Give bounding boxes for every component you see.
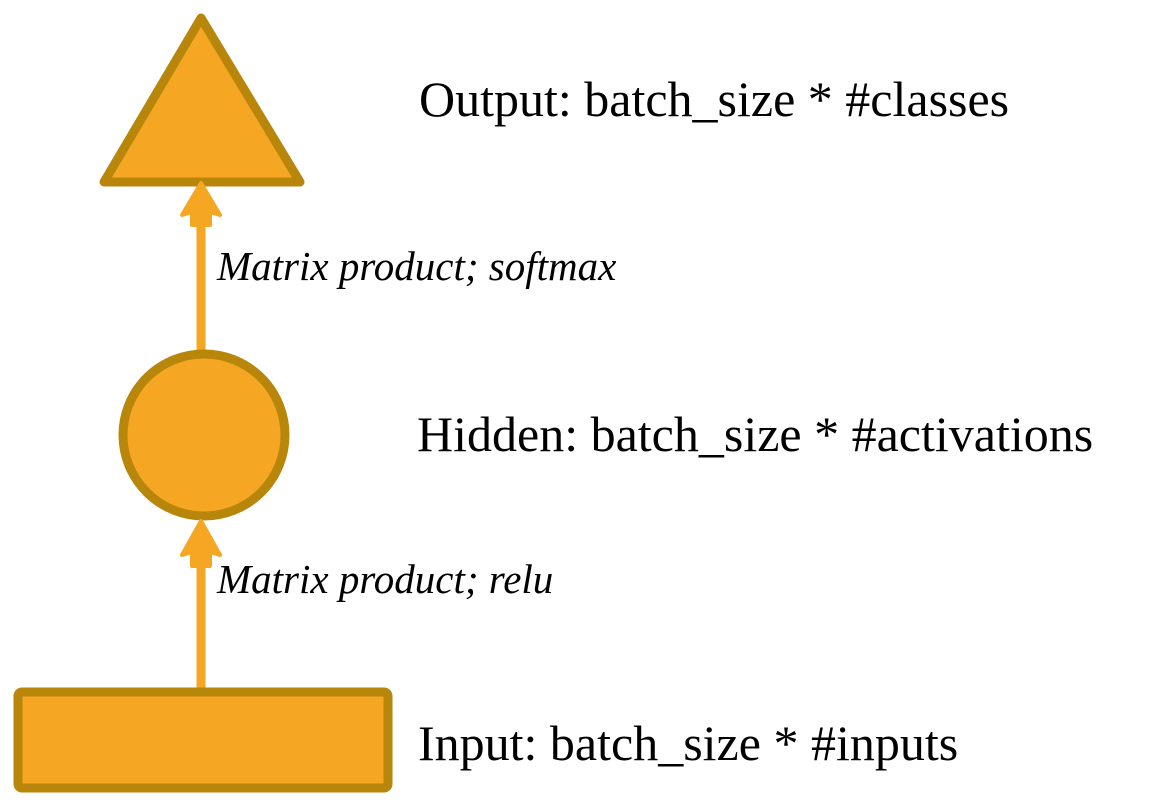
output-node-triangle[interactable] bbox=[99, 13, 305, 187]
edge-label-hidden-to-output: Matrix product; softmax bbox=[217, 243, 617, 289]
output-node-label: Output: batch_size * #classes bbox=[419, 71, 1010, 127]
edge-label-input-to-hidden: Matrix product; relu bbox=[217, 556, 554, 602]
arrow-head-up-icon bbox=[180, 181, 222, 227]
arrow-head-up-icon bbox=[180, 519, 222, 568]
hidden-node-label: Hidden: batch_size * #activations bbox=[417, 406, 1094, 462]
input-node-label: Input: batch_size * #inputs bbox=[418, 715, 959, 771]
arrow-hidden-to-output bbox=[180, 181, 222, 350]
hidden-node-circle[interactable] bbox=[118, 349, 290, 521]
arrow-input-to-hidden bbox=[180, 519, 222, 688]
input-node-rectangle[interactable] bbox=[13, 687, 393, 793]
